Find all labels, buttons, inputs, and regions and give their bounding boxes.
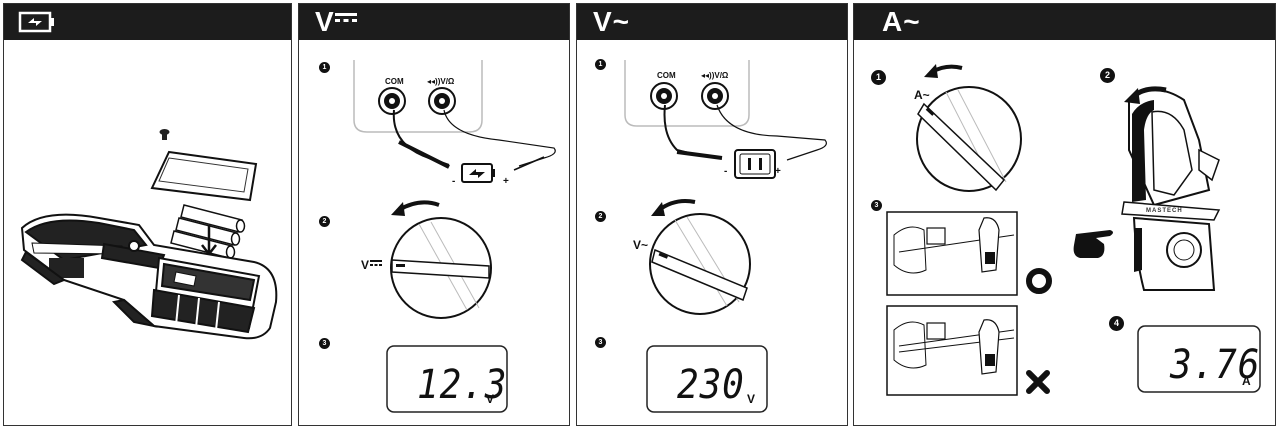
step-3-badge: 3 — [319, 338, 330, 349]
dcv-illustration — [353, 60, 556, 413]
step-1-badge: 1 — [319, 62, 330, 73]
brand-label: MASTECH — [1146, 208, 1183, 214]
panel-header: V~ — [577, 4, 847, 40]
lcd-unit: V — [486, 392, 495, 406]
battery-charge-icon — [18, 11, 54, 33]
step-1-badge: 1 — [595, 59, 606, 70]
panel-header — [4, 4, 291, 40]
correct-clamping-photo — [886, 211, 1018, 296]
lcd-display — [1137, 325, 1261, 393]
panel-header: A~ — [854, 4, 1275, 40]
rotary-dial — [916, 86, 1022, 192]
clamp-meter-closeup — [1121, 89, 1221, 291]
lcd-value: 12.3 — [417, 362, 508, 408]
dcv-panel: V 1 2 3 — [298, 3, 570, 426]
minus-sign: - — [452, 176, 456, 187]
aca-panel: A~ 1 2 3 4 — [853, 3, 1276, 426]
wrong-x-icon — [1026, 370, 1050, 394]
panel-title: A~ — [882, 6, 921, 37]
battery-panel — [3, 3, 292, 426]
dc-symbol-icon — [370, 260, 383, 266]
screw — [159, 129, 170, 140]
black-probe — [398, 140, 450, 169]
rotary-dial — [390, 217, 492, 319]
aca-illustration — [886, 64, 1261, 396]
red-test-lead — [716, 104, 827, 161]
lcd-value: 3.76 — [1170, 342, 1261, 388]
lcd-display — [386, 345, 508, 413]
meter-bottom-outline — [624, 60, 750, 127]
black-probe — [676, 150, 723, 160]
step-2-badge: 2 — [1100, 68, 1115, 83]
battery-under-test-icon — [461, 163, 495, 183]
lcd-value: 230 — [677, 362, 745, 408]
rotary-dial — [649, 213, 751, 315]
rotate-arrow-icon — [657, 199, 696, 212]
step-4-badge: 4 — [1109, 316, 1124, 331]
acv-illustration — [624, 60, 827, 413]
step-2-badge: 2 — [595, 211, 606, 222]
step-1-badge: 1 — [871, 70, 886, 85]
minus-sign: - — [724, 166, 728, 177]
panel-header: V — [299, 4, 569, 40]
step-3-badge: 3 — [871, 200, 882, 211]
lcd-unit: A — [1242, 374, 1251, 388]
v-ohm-jack — [701, 82, 729, 110]
v-ohm-label: ◂◂))V/Ω — [427, 77, 455, 86]
panel-title: V — [315, 6, 357, 38]
battery-cover — [150, 150, 258, 202]
dc-symbol-icon — [334, 13, 357, 22]
pointing-hand-icon — [1073, 230, 1113, 258]
rotate-arrow-icon — [397, 200, 440, 212]
ac-outlet-icon — [734, 149, 776, 179]
panel-title: V~ — [593, 6, 631, 37]
step-2-badge: 2 — [319, 216, 330, 227]
v-ohm-label: ◂◂))V/Ω — [701, 71, 729, 80]
lcd-display — [646, 345, 768, 413]
com-label: COM — [657, 71, 676, 80]
dial-label: A~ — [914, 88, 930, 102]
v-ohm-jack — [428, 87, 456, 115]
incorrect-clamping-photo — [886, 305, 1018, 396]
dial-label: V~ — [633, 238, 649, 252]
battery-install-illustration — [20, 129, 278, 340]
meter-bottom-outline — [353, 60, 483, 133]
black-test-lead — [663, 104, 698, 156]
correct-ring-icon — [1026, 268, 1052, 294]
lcd-unit: V — [747, 392, 756, 406]
com-label: COM — [385, 77, 404, 86]
black-test-lead — [392, 109, 450, 166]
plus-sign: + — [775, 166, 781, 177]
red-probe — [513, 156, 545, 171]
aaa-batteries — [170, 204, 246, 259]
com-jack — [378, 87, 406, 115]
step-3-badge: 3 — [595, 337, 606, 348]
plus-sign: + — [503, 176, 509, 187]
dial-label: V — [361, 258, 383, 272]
acv-panel: V~ 1 2 3 — [576, 3, 848, 426]
red-test-lead — [443, 109, 556, 167]
clamp-meter-body — [20, 213, 278, 340]
